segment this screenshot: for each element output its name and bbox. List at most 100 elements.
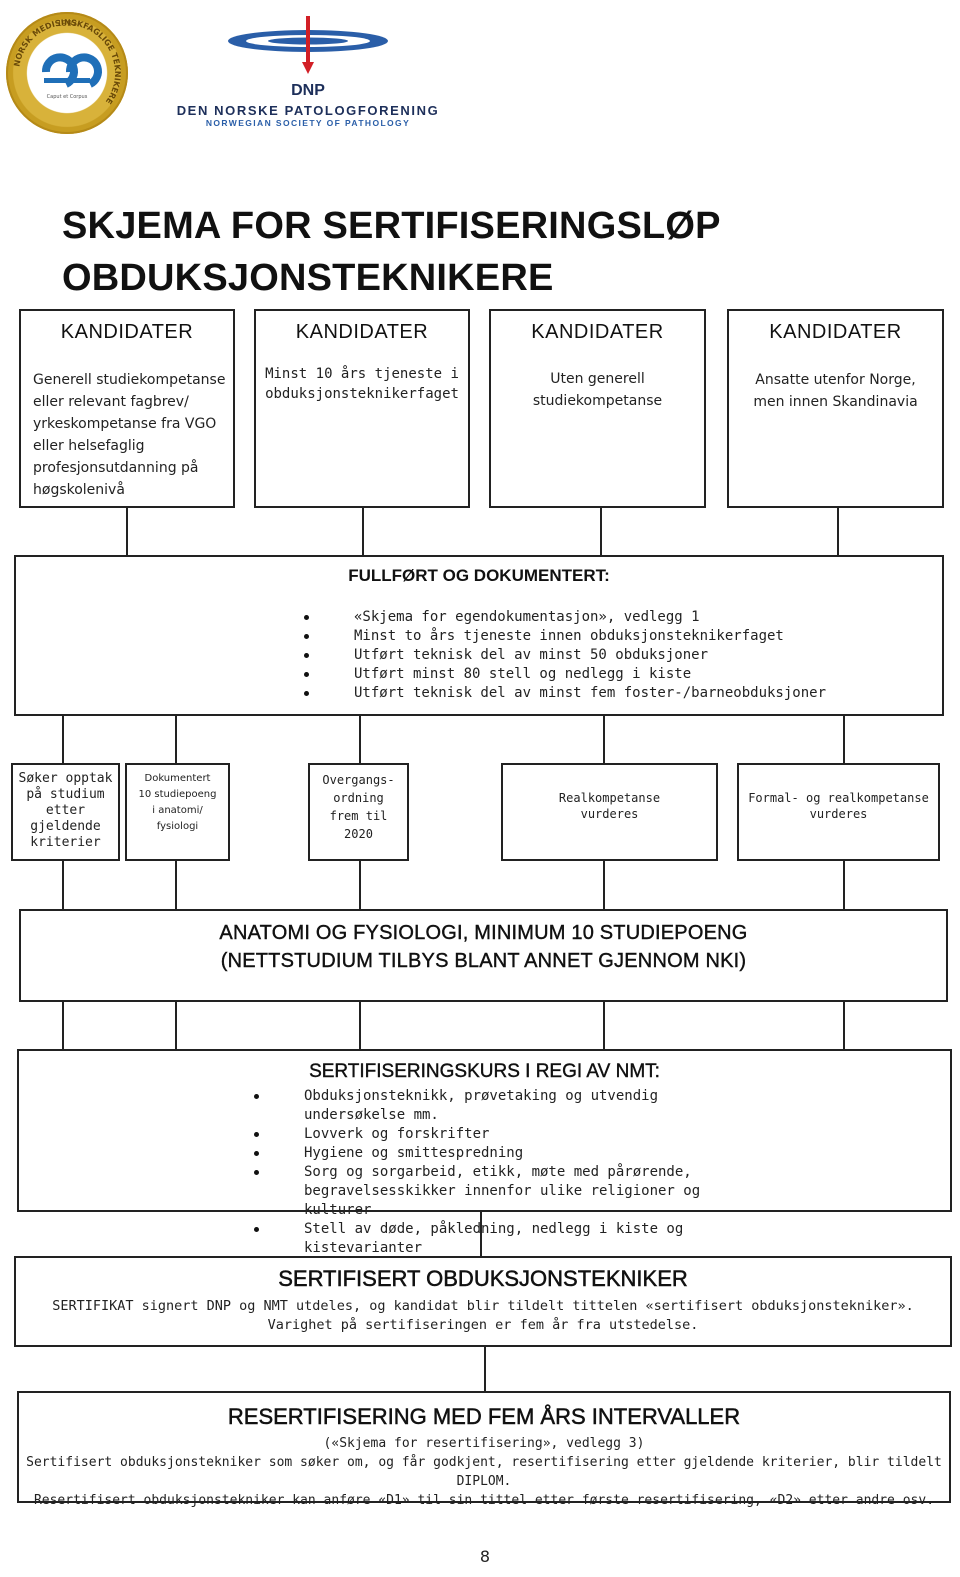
path-line: i anatomi/ xyxy=(152,805,203,816)
path-line: vurderes xyxy=(809,807,868,821)
connector xyxy=(362,508,364,556)
candidate-text: Generell studiekompetanse eller relevant… xyxy=(33,369,225,501)
path-line: Søker opptak xyxy=(18,771,113,786)
candidate-heading: KANDIDATER xyxy=(769,321,902,343)
path-line: etter xyxy=(45,803,86,818)
course-box: SERTIFISERINGSKURS I REGI AV NMT: Obduks… xyxy=(17,1049,952,1256)
connector xyxy=(62,861,64,910)
path-line: Realkompetanse xyxy=(558,791,661,805)
candidate-text: Uten generell studiekompetanse xyxy=(491,368,704,412)
candidate-line: Generell studiekompetanse xyxy=(33,372,226,388)
list-item: Sorg og sorgarbeid, etikk, møte med pårø… xyxy=(254,1163,764,1220)
connector xyxy=(359,716,361,764)
dnp-name: DEN NORSKE PATOLOGFORENING xyxy=(177,103,440,118)
list-item: «Skjema for egendokumentasjon», vedlegg … xyxy=(304,608,826,627)
list-item: Stell av døde, påkledning, nedlegg i kis… xyxy=(254,1220,764,1258)
course-list: Obduksjonsteknikk, prøvetaking og utvend… xyxy=(254,1087,764,1258)
documented-heading: FULLFØRT OG DOKUMENTERT: xyxy=(348,566,610,585)
path-text: Søker opptak på studium etter gjeldende … xyxy=(13,771,118,851)
candidate-line: men innen Skandinavia xyxy=(753,394,918,410)
connector xyxy=(600,508,602,556)
path-box-3: Overgangs- ordning frem til 2020 xyxy=(308,763,409,861)
candidate-line: yrkeskompetanse fra VGO xyxy=(33,416,217,432)
list-item: Hygiene og smittespredning xyxy=(254,1144,764,1163)
recert-line-2: Sertifisert obduksjonstekniker som søker… xyxy=(26,1455,942,1489)
recert-text: («Skjema for resertifisering», vedlegg 3… xyxy=(19,1434,949,1510)
certified-line-2: Varighet på sertifiseringen er fem år fr… xyxy=(267,1317,699,1333)
connector xyxy=(837,508,839,556)
certified-text: SERTIFIKAT signert DNP og NMT utdeles, o… xyxy=(16,1297,950,1335)
connector xyxy=(480,1212,482,1257)
candidate-line: studiekompetanse xyxy=(532,393,663,409)
anatomy-box: ANATOMI OG FYSIOLOGI, MINIMUM 10 STUDIEP… xyxy=(19,909,948,1002)
dnp-abbr: DNP xyxy=(291,82,325,99)
candidate-line: profesjonsutdanning på xyxy=(33,460,199,476)
path-line: 2020 xyxy=(344,827,373,841)
recert-line-1: («Skjema for resertifisering», vedlegg 3… xyxy=(323,1436,645,1451)
dnp-name-en: NORWEGIAN SOCIETY OF PATHOLOGY xyxy=(206,118,410,128)
documented-list: «Skjema for egendokumentasjon», vedlegg … xyxy=(304,608,826,703)
connector xyxy=(62,1002,64,1050)
path-line: på studium xyxy=(26,787,105,802)
path-text: Realkompetanse vurderes xyxy=(503,790,716,822)
path-line: ordning xyxy=(333,791,384,805)
connector xyxy=(843,861,845,910)
candidate-heading: KANDIDATER xyxy=(531,321,664,343)
connector xyxy=(175,1002,177,1050)
candidate-line: eller helsefaglig xyxy=(33,438,145,454)
list-item: Minst to års tjeneste innen obduksjonste… xyxy=(304,627,826,646)
documented-box: FULLFØRT OG DOKUMENTERT: «Skjema for ege… xyxy=(14,555,944,716)
candidate-box-2: KANDIDATER Minst 10 års tjeneste i obduk… xyxy=(254,309,470,508)
path-line: fysiologi xyxy=(156,821,199,832)
connector xyxy=(843,716,845,764)
path-line: Formal- og realkompetanse xyxy=(748,791,929,805)
path-box-2: Dokumentert 10 studiepoeng i anatomi/ fy… xyxy=(125,763,230,861)
title-line-2: OBDUKSJONSTEKNIKERE xyxy=(62,257,554,299)
certified-box: SERTIFISERT OBDUKSJONSTEKNIKER SERTIFIKA… xyxy=(14,1256,952,1347)
path-text: Formal- og realkompetanse vurderes xyxy=(739,790,938,822)
candidate-heading: KANDIDATER xyxy=(295,321,429,343)
path-box-1: Søker opptak på studium etter gjeldende … xyxy=(11,763,120,861)
candidate-text: Ansatte utenfor Norge, men innen Skandin… xyxy=(729,369,942,413)
page-number: 8 xyxy=(479,1547,491,1566)
list-item: Lovverk og forskrifter xyxy=(254,1125,764,1144)
nmt-year: 1993 xyxy=(57,19,77,28)
connector xyxy=(603,861,605,910)
connector xyxy=(603,1002,605,1050)
path-line: Dokumentert xyxy=(144,773,211,784)
certified-heading: SERTIFISERT OBDUKSJONSTEKNIKER xyxy=(278,1266,688,1292)
connector xyxy=(843,1002,845,1050)
path-line: vurderes xyxy=(580,807,639,821)
connector xyxy=(62,716,64,764)
page-title: SKJEMA FOR SERTIFISERINGSLØP OBDUKSJONST… xyxy=(62,200,721,304)
anatomy-line-2: (NETTSTUDIUM TILBYS BLANT ANNET GJENNOM … xyxy=(220,950,747,972)
candidate-line: obduksjonsteknikerfaget xyxy=(265,386,459,402)
course-heading: SERTIFISERINGSKURS I REGI AV NMT: xyxy=(309,1061,660,1082)
connector xyxy=(359,1002,361,1050)
candidate-line: eller relevant fagbrev/ xyxy=(33,394,189,410)
title-line-1: SKJEMA FOR SERTIFISERINGSLØP xyxy=(62,205,721,247)
anatomy-text: ANATOMI OG FYSIOLOGI, MINIMUM 10 STUDIEP… xyxy=(21,919,946,975)
candidate-box-4: KANDIDATER Ansatte utenfor Norge, men in… xyxy=(727,309,944,508)
anatomy-line-1: ANATOMI OG FYSIOLOGI, MINIMUM 10 STUDIEP… xyxy=(219,922,748,944)
path-line: gjeldende xyxy=(30,819,101,834)
dnp-logo: DNP DEN NORSKE PATOLOGFORENING NORWEGIAN… xyxy=(175,14,445,132)
recert-heading: RESERTIFISERING MED FEM ÅRS INTERVALLER xyxy=(227,1404,741,1430)
nmt-logo-graphic: NORSK MEDISINSKFAGLIGE TEKNIKERE 1993 Ca… xyxy=(12,18,122,106)
list-item: Obduksjonsteknikk, prøvetaking og utvend… xyxy=(254,1087,764,1125)
connector xyxy=(175,861,177,910)
connector xyxy=(175,716,177,764)
path-line: frem til xyxy=(329,809,388,823)
path-text: Dokumentert 10 studiepoeng i anatomi/ fy… xyxy=(127,771,228,835)
recert-box: RESERTIFISERING MED FEM ÅRS INTERVALLER … xyxy=(17,1391,951,1508)
candidate-text: Minst 10 års tjeneste i obduksjonsteknik… xyxy=(256,364,468,404)
recert-line-3: Resertifisert obduksjonstekniker kan anf… xyxy=(33,1493,935,1508)
nmt-logo: NORSK MEDISINSKFAGLIGE TEKNIKERE 1993 Ca… xyxy=(6,12,128,134)
dnp-logo-graphic: DNP DEN NORSKE PATOLOGFORENING NORWEGIAN… xyxy=(177,16,440,128)
candidate-box-1: KANDIDATER Generell studiekompetanse ell… xyxy=(19,309,235,508)
candidate-box-3: KANDIDATER Uten generell studiekompetans… xyxy=(489,309,706,508)
candidate-line: Ansatte utenfor Norge, xyxy=(755,372,916,388)
path-line: Overgangs- xyxy=(322,773,395,787)
connector xyxy=(126,508,128,556)
candidate-line: Minst 10 års tjeneste i xyxy=(265,366,459,382)
